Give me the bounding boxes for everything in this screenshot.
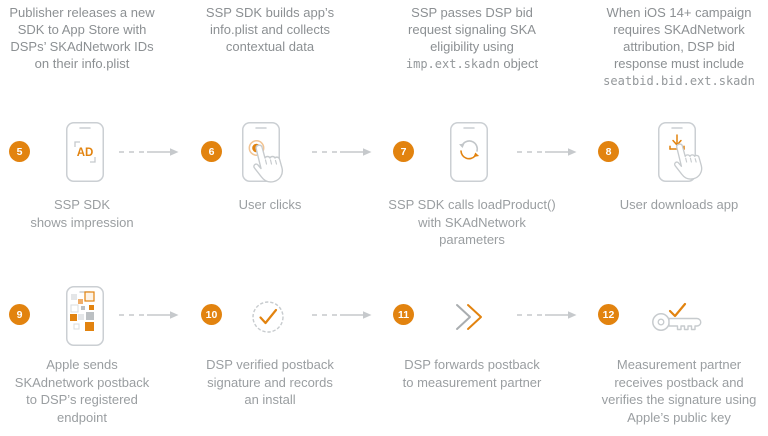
description-text-after: object xyxy=(499,56,539,71)
flow-arrow xyxy=(311,309,373,321)
flow-arrow xyxy=(118,309,180,321)
description-text: SSP SDK builds app’s info.plist and coll… xyxy=(205,5,335,54)
step-9-caption: Apple sends SKAdnetwork postback to DSP’… xyxy=(14,357,150,425)
phone-tap-hand-icon xyxy=(240,120,296,184)
step-12-caption: Measurement partner receives postback an… xyxy=(601,357,757,425)
description-text: When iOS 14+ campaign requires SKAdNetwo… xyxy=(606,5,752,71)
flow-arrow xyxy=(311,146,373,158)
step-10-number-badge: 10 xyxy=(201,304,222,325)
step-description-3: SSP passes DSP bid request signaling SKA… xyxy=(372,4,572,73)
step-9-number-badge: 9 xyxy=(9,304,30,325)
step-description-2: SSP SDK builds app’s info.plist and coll… xyxy=(170,4,370,56)
description-text: SSP passes DSP bid request signaling SKA… xyxy=(408,5,536,54)
phone-ad-icon: AD xyxy=(58,120,114,184)
description-code: imp.ext.skadn xyxy=(405,57,500,71)
step-11-caption: DSP forwards postback to measurement par… xyxy=(402,357,542,390)
forward-chevrons-icon xyxy=(454,303,490,331)
flow-arrow xyxy=(516,146,578,158)
flow-arrow xyxy=(118,146,180,158)
step-5-number-badge: 5 xyxy=(9,141,30,162)
mosaic-squares xyxy=(70,291,95,331)
phone-refresh-icon xyxy=(442,120,498,184)
phone-mosaic-icon xyxy=(58,284,114,348)
pointing-hand-icon xyxy=(253,144,284,183)
description-code: seatbid.bid.ext.skadn xyxy=(603,74,755,88)
key-icon xyxy=(651,300,707,334)
step-7-number-badge: 7 xyxy=(393,141,414,162)
step-6-number-badge: 6 xyxy=(201,141,222,162)
step-5-caption: SSP SDK shows impression xyxy=(30,197,134,230)
step-12-number-badge: 12 xyxy=(598,304,619,325)
phone-download-hand-icon xyxy=(650,120,706,184)
step-11-number-badge: 11 xyxy=(393,304,414,325)
step-description-4: When iOS 14+ campaign requires SKAdNetwo… xyxy=(579,4,768,90)
step-6-caption: User clicks xyxy=(238,197,302,212)
check-icon xyxy=(668,302,687,318)
step-8-caption: User downloads app xyxy=(619,197,739,212)
ad-label: AD xyxy=(77,147,94,159)
pointing-hand-icon xyxy=(674,143,703,180)
verified-badge-icon xyxy=(248,297,288,337)
step-7-caption: SSP SDK calls loadProduct() with SKAdNet… xyxy=(388,197,556,247)
flow-arrow xyxy=(516,309,578,321)
step-description-1: Publisher releases a new SDK to App Stor… xyxy=(0,4,182,73)
description-text: Publisher releases a new SDK to App Stor… xyxy=(9,5,155,71)
step-8-number-badge: 8 xyxy=(598,141,619,162)
step-10-caption: DSP verified postback signature and reco… xyxy=(206,357,334,407)
